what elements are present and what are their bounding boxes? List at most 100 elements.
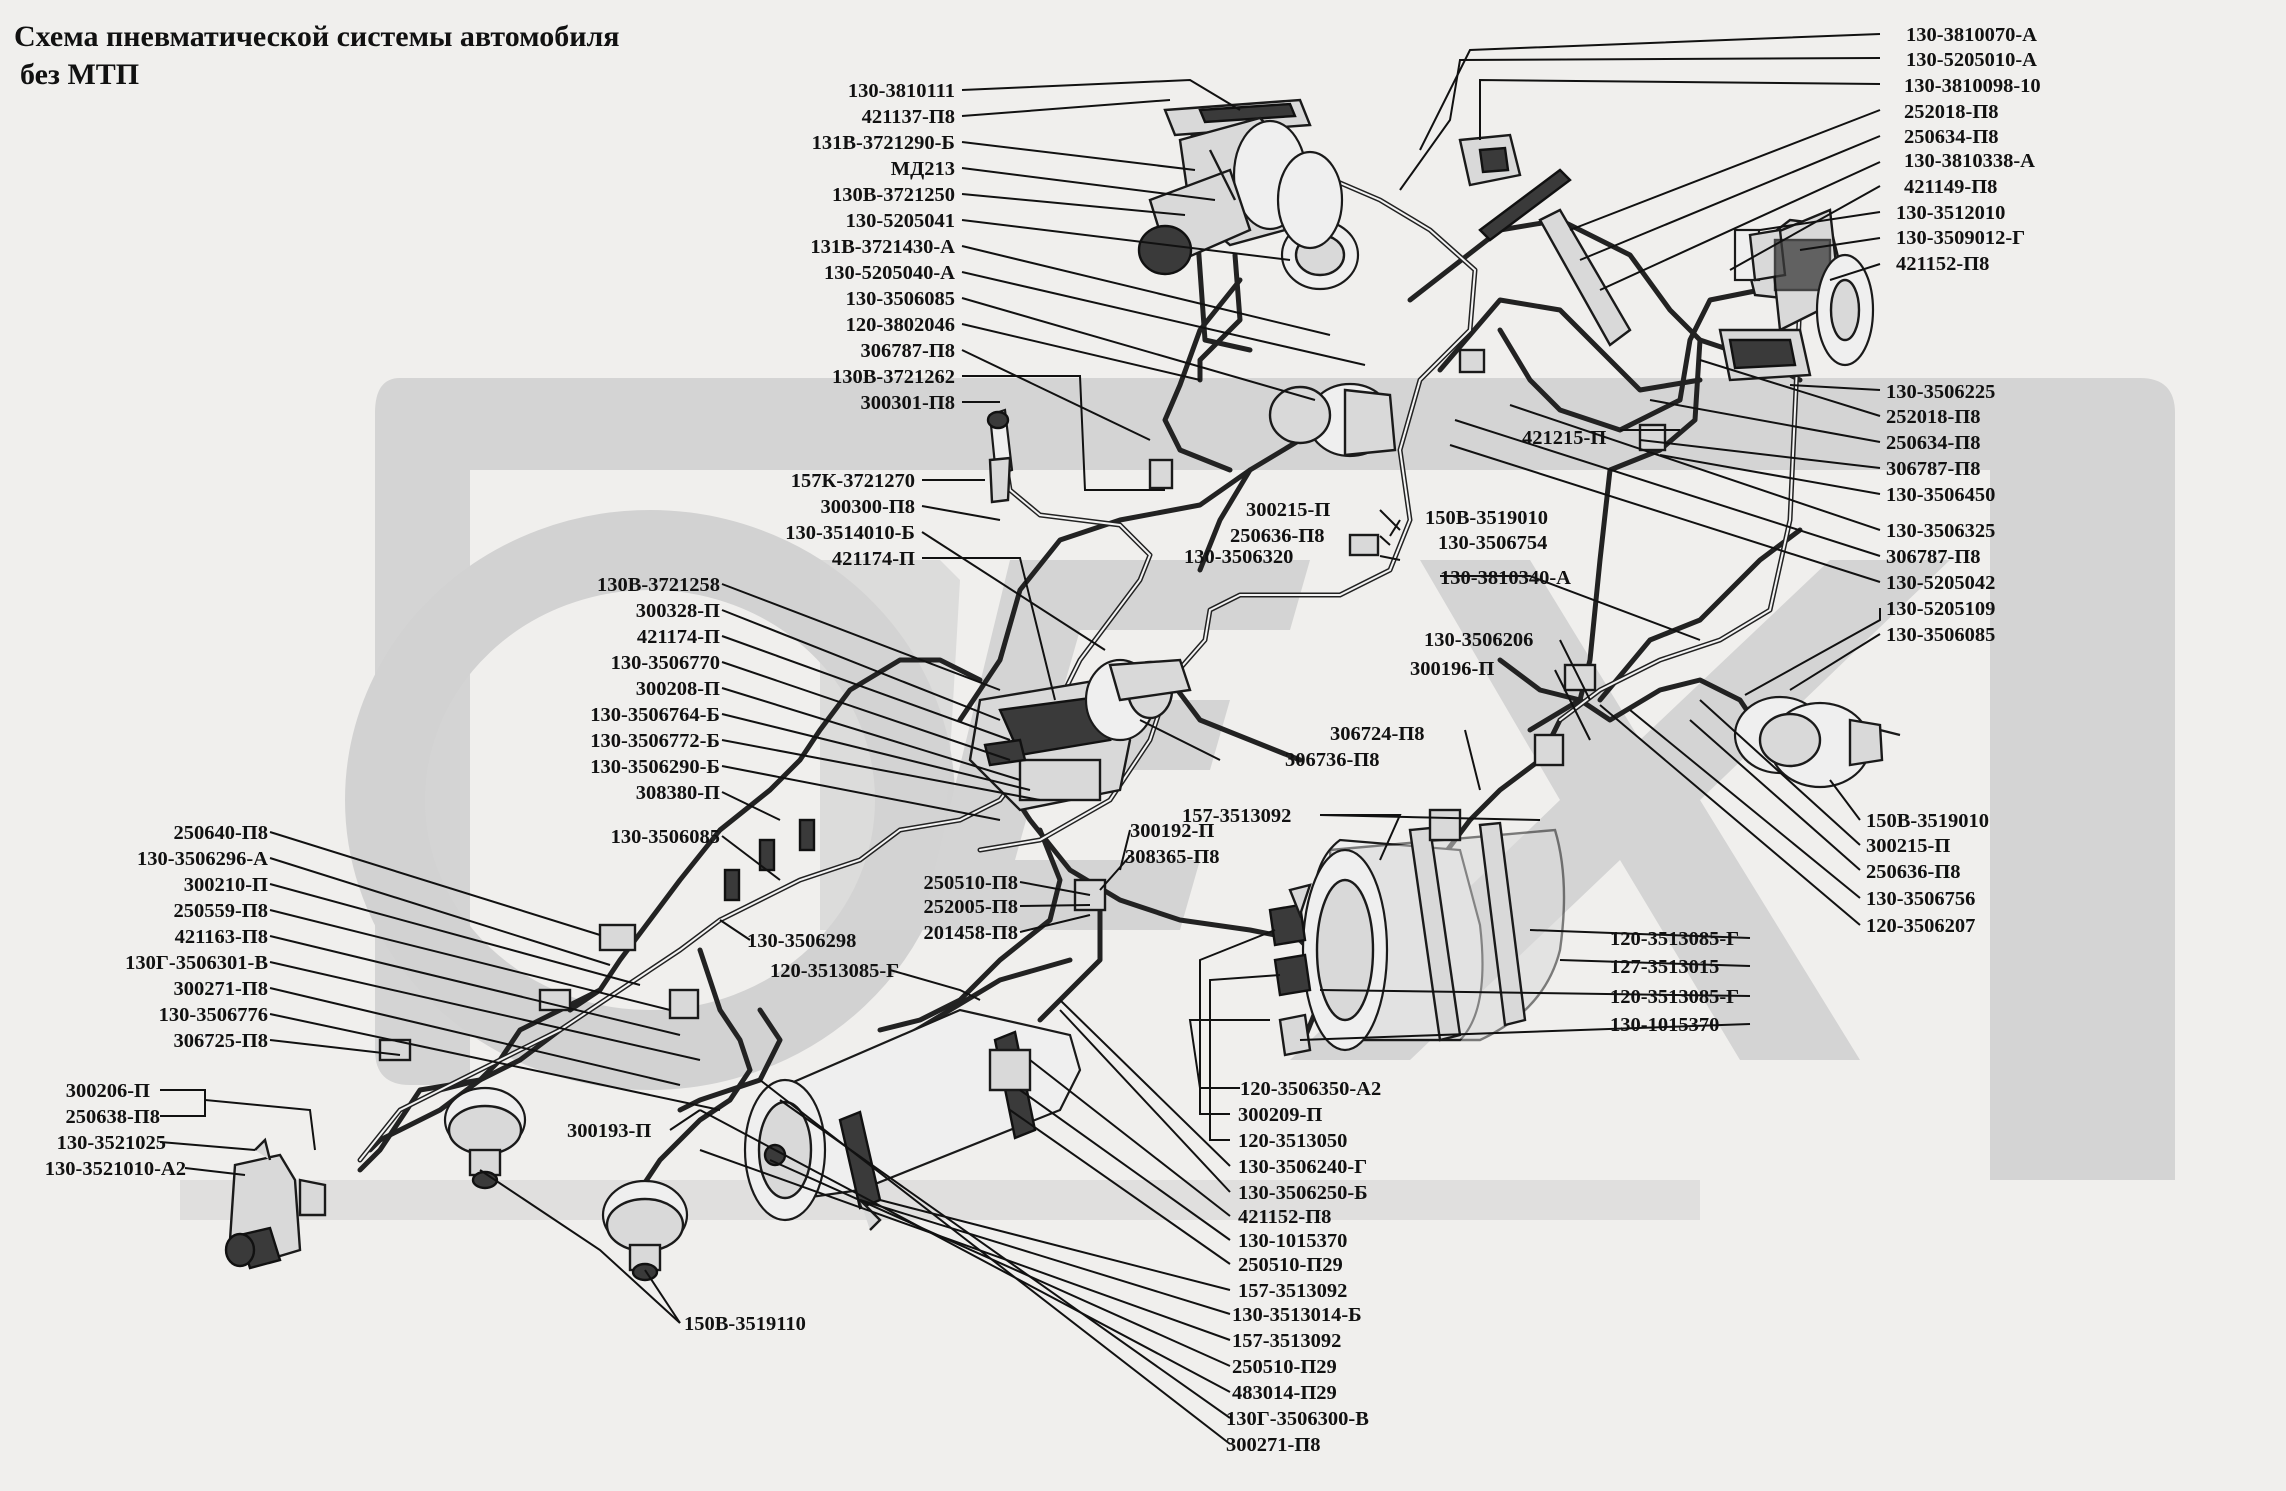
- part-label: 130-3810098-10: [1904, 75, 2041, 97]
- part-label: 130-3506320: [1184, 546, 1293, 568]
- part-label: 120-3506207: [1866, 915, 1975, 937]
- part-label: 483014-П29: [1232, 1382, 1337, 1404]
- part-label: 306724-П8: [1330, 723, 1425, 745]
- part-label: 130-3506085: [1886, 624, 1995, 646]
- part-label: 130-5205041: [846, 210, 955, 232]
- part-label: 300193-П: [567, 1120, 651, 1142]
- part-label: 130-3521010-А2: [45, 1158, 186, 1180]
- labels-center: 421215-П 300215-П 150В-3519010 250636-П8…: [567, 427, 1606, 1335]
- part-label: 252018-П8: [1886, 406, 1981, 428]
- part-label: 130Г-3506300-В: [1226, 1408, 1369, 1430]
- part-label: 120-3513085-Г: [1610, 986, 1739, 1008]
- part-label: 120-3513085-Г: [1610, 928, 1739, 950]
- part-label: 300209-П: [1238, 1104, 1322, 1126]
- part-label: 300328-П: [636, 600, 720, 622]
- part-label: 421152-П8: [1238, 1206, 1331, 1228]
- air-compressor: [1718, 208, 1875, 382]
- brake-chamber-front-right: [1733, 695, 1901, 789]
- part-label: 250634-П8: [1904, 126, 1999, 148]
- page-title: Схема пневматической системы автомобиля: [14, 20, 620, 53]
- leader-lines: [159, 33, 1881, 1445]
- part-label: МД213: [891, 158, 955, 180]
- part-label: 130-1015370: [1610, 1014, 1719, 1036]
- part-label: 130Г-3506301-В: [125, 952, 268, 974]
- part-label: 421174-П: [637, 626, 720, 648]
- part-label: 130В-3721262: [832, 366, 955, 388]
- part-label: 250510-П29: [1232, 1356, 1337, 1378]
- part-label: 130-3506298: [747, 930, 856, 952]
- part-label: 130-3810111: [848, 80, 955, 102]
- part-label: 421137-П8: [862, 106, 955, 128]
- part-label: 130-3506450: [1886, 484, 1995, 506]
- part-label: 300215-П: [1866, 835, 1950, 857]
- part-label: 150В-3519010: [1866, 810, 1989, 832]
- part-label: 130-3810070-А: [1906, 24, 2037, 46]
- labels-right-column: 130-3810070-А 130-5205010-А 130-3810098-…: [1866, 24, 2041, 937]
- part-label: 130-3506776: [159, 1004, 268, 1026]
- part-label: 130-3521025: [57, 1132, 166, 1154]
- part-label: 130-1015370: [1238, 1230, 1347, 1252]
- part-label: 120-3513050: [1238, 1130, 1347, 1152]
- part-label: 252005-П8: [923, 896, 1018, 918]
- part-label: 130-5205042: [1886, 572, 1995, 594]
- part-label: 300215-П: [1246, 499, 1330, 521]
- part-label: 120-3506350-А2: [1240, 1078, 1381, 1100]
- part-label: 306787-П8: [1886, 458, 1981, 480]
- receiver-rear: [743, 1008, 1082, 1231]
- part-label: 300210-П: [184, 874, 268, 896]
- part-label: 157-3513092: [1232, 1330, 1341, 1352]
- part-label: 300208-П: [636, 678, 720, 700]
- pipe-clamps: [378, 348, 1667, 1062]
- part-label: 120-3802046: [846, 314, 955, 336]
- part-label: 421174-П: [832, 548, 915, 570]
- part-label: 130-3506754: [1438, 532, 1547, 554]
- part-label: 150В-3519110: [684, 1313, 806, 1335]
- part-label: 252018-П8: [1904, 101, 1999, 123]
- part-label: 157-3513092: [1182, 805, 1291, 827]
- part-label: 300196-П: [1410, 658, 1494, 680]
- part-label: 250559-П8: [173, 900, 268, 922]
- part-label: 250634-П8: [1886, 432, 1981, 454]
- brake-chamber-front-left: [1268, 219, 1397, 458]
- part-label: 300192-П: [1130, 820, 1214, 842]
- part-label: 131В-3721430-А: [810, 236, 955, 258]
- part-label: 306736-П8: [1285, 749, 1380, 771]
- part-label: 300271-П8: [1226, 1434, 1321, 1456]
- part-label: 131В-3721290-Б: [812, 132, 955, 154]
- part-label: 250636-П8: [1866, 861, 1961, 883]
- part-label: 120-3513085-Г: [770, 960, 899, 982]
- part-label: 308380-П: [636, 782, 720, 804]
- part-label: 250636-П8: [1230, 525, 1325, 547]
- part-label: 130-3506296-А: [137, 848, 268, 870]
- part-label: 130-3506206: [1424, 629, 1533, 651]
- part-label: 130-5205040-А: [824, 262, 955, 284]
- part-label: 130-3810338-А: [1904, 150, 2035, 172]
- part-label: 306725-П8: [173, 1030, 268, 1052]
- part-label: 250638-П8: [65, 1106, 160, 1128]
- part-label: 130-3506290-Б: [590, 756, 720, 778]
- part-label: 130В-3721250: [832, 184, 955, 206]
- brake-chamber-rear-left: [443, 1086, 527, 1190]
- brake-chamber-rear-right: [601, 1179, 689, 1282]
- valve-top-left: [986, 408, 1014, 504]
- part-label: 130-3506764-Б: [590, 704, 720, 726]
- part-label: 157К-3721270: [791, 470, 915, 492]
- part-label: 421163-П8: [175, 926, 268, 948]
- pedal-valve-assembly: [1137, 98, 1344, 276]
- part-label: 130-3514010-Б: [785, 522, 915, 544]
- part-label: 306787-П8: [1886, 546, 1981, 568]
- part-label: 306787-П8: [860, 340, 955, 362]
- part-label: 130-3506770: [611, 652, 720, 674]
- part-label: 130-3506085: [846, 288, 955, 310]
- part-label: 421215-П: [1522, 427, 1606, 449]
- part-label: 130-3509012-Г: [1896, 227, 2025, 249]
- part-label: 130-3506756: [1866, 888, 1975, 910]
- part-label: 130-5205109: [1886, 598, 1995, 620]
- part-label: 250510-П29: [1238, 1254, 1343, 1276]
- part-label: 130-3506325: [1886, 520, 1995, 542]
- part-label: 130-3513014-Б: [1232, 1304, 1362, 1326]
- part-label: 300301-П8: [860, 392, 955, 414]
- page-subtitle: без МТП: [20, 58, 140, 91]
